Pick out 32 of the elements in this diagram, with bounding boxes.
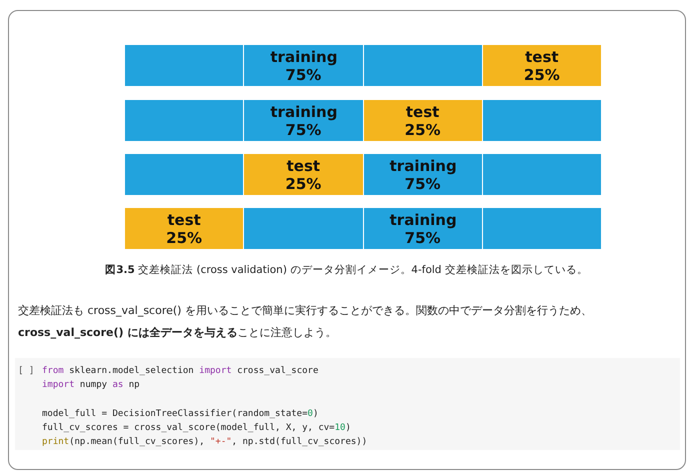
cell-run-indicator: [ ] bbox=[18, 366, 34, 376]
test-fold-segment bbox=[364, 100, 483, 141]
code-line: print(np.mean(full_cv_scores), "+-", np.std(full_cv_scores)) bbox=[42, 437, 368, 447]
training-fold-segment bbox=[364, 208, 483, 249]
test-fold-segment bbox=[482, 45, 602, 86]
code-line: import numpy as np bbox=[42, 380, 140, 390]
training-fold-segment bbox=[364, 45, 483, 86]
code-line: model_full = DecisionTreeClassifier(random_state=0) bbox=[42, 409, 318, 419]
training-fold-segment bbox=[244, 100, 364, 141]
code-line: from sklearn.model_selection import cross_val_score bbox=[42, 366, 318, 376]
segment-label: test 25% bbox=[284, 156, 322, 192]
body-paragraph: 交差検証法も cross_val_score() を用いることで簡単に実行することができる。関数の中でデータ分割を行うため、cross_val_score() には全データを与えることに注意しよう。 bbox=[18, 303, 593, 341]
code-line: full_cv_scores = cross_val_score(model_full, X, y, cv=10) bbox=[42, 423, 351, 433]
training-fold-segment bbox=[364, 154, 483, 195]
training-fold-segment bbox=[482, 100, 602, 141]
training-fold-segment bbox=[125, 100, 244, 141]
segment-label: training 75% bbox=[270, 102, 336, 138]
segment-label: training 75% bbox=[270, 48, 336, 84]
segment-label: test 25% bbox=[165, 210, 204, 246]
training-fold-segment bbox=[482, 208, 602, 249]
segment-label: test 25% bbox=[404, 102, 442, 138]
segment-label: training 75% bbox=[390, 156, 456, 192]
training-fold-segment bbox=[244, 208, 364, 249]
test-fold-segment bbox=[125, 208, 244, 249]
training-fold-segment bbox=[244, 45, 364, 86]
training-fold-segment bbox=[482, 154, 602, 195]
figure-caption: 図3.5 交差検証法 (cross validation) のデータ分割イメージ。4-fold 交差検証法を図示している。 bbox=[104, 263, 589, 277]
segment-label: test 25% bbox=[522, 48, 561, 84]
training-fold-segment bbox=[125, 45, 244, 86]
test-fold-segment bbox=[244, 154, 364, 195]
segment-label: training 75% bbox=[390, 210, 456, 246]
training-fold-segment bbox=[125, 154, 244, 195]
